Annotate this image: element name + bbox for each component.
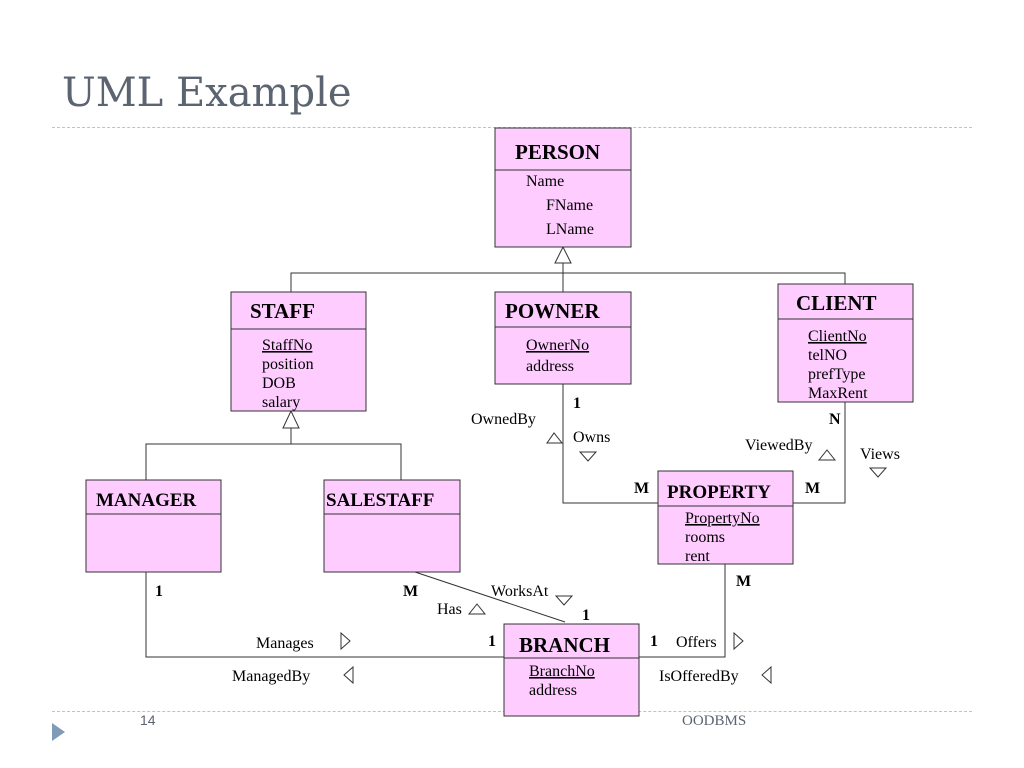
- class-attribute: OwnerNo: [526, 337, 589, 354]
- class-attribute: StaffNo: [262, 337, 312, 354]
- class-name: STAFF: [250, 299, 315, 323]
- class-attribute: salary: [262, 394, 300, 411]
- slide-title: UML Example: [62, 70, 352, 116]
- powner-property-line: [562, 384, 658, 504]
- person-generalization-bar: [290, 272, 846, 292]
- class-name: PERSON: [515, 140, 600, 164]
- multiplicity-label: M: [805, 480, 820, 497]
- association-label-views: Views: [860, 446, 900, 463]
- up-arrow-icon: [817, 449, 837, 461]
- footer-text: OODBMS: [682, 713, 747, 729]
- association-label-has: Has: [437, 601, 462, 618]
- class-attribute: PropertyNo: [685, 510, 760, 527]
- class-attribute: address: [526, 358, 574, 375]
- property-branch-line: [639, 564, 726, 658]
- class-attribute: telNO: [808, 347, 847, 364]
- right-arrow-icon: [733, 631, 744, 651]
- left-arrow-icon: [343, 665, 354, 685]
- multiplicity-label: 1: [155, 583, 163, 600]
- multiplicity-label: 1: [650, 633, 658, 650]
- down-arrow-icon: [554, 595, 574, 606]
- association-label-ownedby: OwnedBy: [471, 411, 536, 428]
- up-arrow-icon: [467, 603, 487, 615]
- association-label-isofferedby: IsOfferedBy: [659, 668, 739, 685]
- class-attribute: ClientNo: [808, 328, 867, 345]
- class-staff: STAFF StaffNo position DOB salary: [230, 291, 367, 412]
- manager-branch-line: [145, 572, 504, 658]
- class-name: PROPERTY: [667, 482, 771, 503]
- class-attribute: prefType: [808, 366, 866, 383]
- class-attribute: rooms: [685, 529, 725, 546]
- multiplicity-label: 1: [582, 607, 590, 624]
- class-attribute: rent: [685, 548, 710, 565]
- class-attribute: position: [262, 356, 314, 373]
- association-label-viewedby: ViewedBy: [745, 437, 812, 454]
- class-client: CLIENT ClientNo telNO prefType MaxRent: [777, 283, 914, 403]
- association-label-worksat: WorksAt: [491, 583, 549, 600]
- multiplicity-label: N: [829, 411, 841, 428]
- association-label-manages: Manages: [256, 635, 314, 652]
- class-attribute: address: [529, 682, 577, 699]
- up-arrow-icon: [546, 432, 564, 444]
- connector-lines: [145, 263, 846, 658]
- left-arrow-icon: [761, 665, 772, 685]
- class-name: SALESTAFF: [326, 490, 434, 511]
- staff-inheritance-triangle-icon: [282, 409, 300, 429]
- class-attribute: Name: [526, 173, 564, 190]
- salestaff-branch-line: [411, 570, 566, 623]
- class-name: CLIENT: [796, 291, 877, 315]
- class-attribute: BranchNo: [529, 663, 595, 680]
- class-attribute: MaxRent: [808, 385, 868, 402]
- multiplicity-label: 1: [488, 633, 496, 650]
- class-person: PERSON Name FName LName: [494, 127, 632, 248]
- association-label-managedby: ManagedBy: [232, 668, 310, 685]
- class-property: PROPERTY PropertyNo rooms rent: [657, 470, 794, 565]
- client-property-line: [793, 402, 846, 504]
- association-label-owns: Owns: [573, 429, 610, 446]
- class-attribute: LName: [546, 221, 594, 238]
- slide-bullet-icon: [52, 723, 65, 741]
- multiplicity-label: M: [403, 583, 418, 600]
- class-name: BRANCH: [519, 633, 610, 657]
- down-arrow-icon: [868, 467, 888, 478]
- association-label-offers: Offers: [676, 634, 717, 651]
- class-powner: POWNER OwnerNo address: [494, 291, 632, 385]
- class-salestaff: SALESTAFF: [323, 479, 461, 573]
- right-arrow-icon: [340, 631, 351, 651]
- class-name: POWNER: [505, 299, 600, 323]
- multiplicity-label: 1: [573, 395, 581, 412]
- class-manager: MANAGER: [85, 479, 222, 573]
- multiplicity-label: M: [736, 573, 751, 590]
- down-arrow-icon: [578, 451, 598, 462]
- class-attribute: DOB: [262, 375, 296, 392]
- page-number: 14: [140, 712, 156, 728]
- staff-generalization-bar: [145, 443, 402, 480]
- multiplicity-label: M: [634, 480, 649, 497]
- class-name: MANAGER: [96, 490, 197, 511]
- class-branch: BRANCH BranchNo address: [503, 623, 640, 717]
- class-attribute: FName: [546, 197, 593, 214]
- person-inheritance-triangle-icon: [554, 245, 572, 264]
